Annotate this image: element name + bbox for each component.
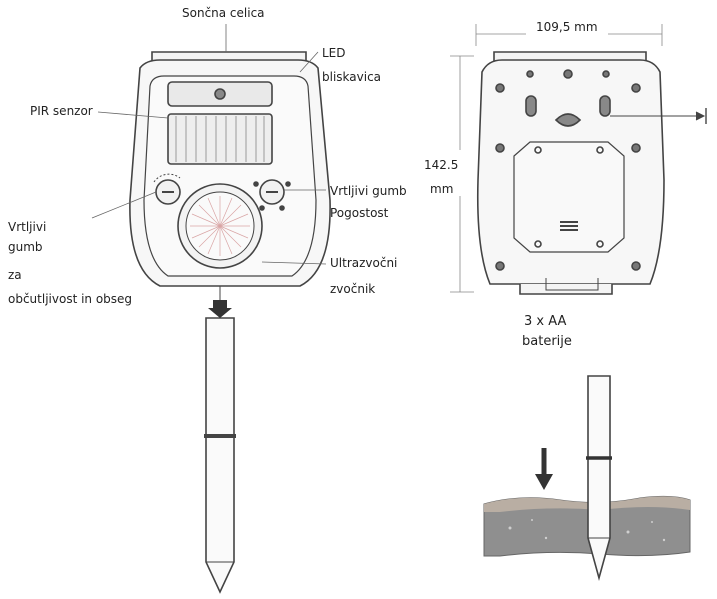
speaker-label-line1: Ultrazvočni xyxy=(330,256,398,270)
height-dimension-label-line1: 142.5 xyxy=(424,158,459,172)
dimension-lines xyxy=(450,24,663,293)
sensitivity-knob-label-line3: za xyxy=(8,268,22,282)
screw-callout xyxy=(610,108,707,124)
sensitivity-knob-label-line1: Vrtljivi xyxy=(8,220,47,234)
speaker-label-line2: zvočnik xyxy=(330,282,376,296)
height-dimension-label-line2: mm xyxy=(430,182,454,196)
sensitivity-knob-label-line2: gumb xyxy=(8,240,43,254)
led-label-line1: LED xyxy=(322,46,346,60)
sensitivity-knob-label-line4: občutljivost in obseg xyxy=(8,292,133,306)
width-dimension-label: 109,5 mm xyxy=(536,20,598,34)
battery-label-line2: baterije xyxy=(522,334,572,349)
callout-lines xyxy=(91,24,327,265)
pir-sensor-label: PIR senzor xyxy=(30,104,93,118)
frequency-knob-label-line2: Pogostost xyxy=(330,206,389,220)
frequency-knob-label-line1: Vrtljivi gumb xyxy=(330,184,407,198)
front-device xyxy=(129,51,331,287)
ground-scene xyxy=(483,375,691,582)
solar-panel-label: Sončna celica xyxy=(182,6,265,20)
front-stake xyxy=(204,286,236,594)
back-device xyxy=(476,51,665,295)
led-label-line2: bliskavica xyxy=(322,70,382,84)
battery-label-line1: 3 x AA xyxy=(524,314,567,329)
